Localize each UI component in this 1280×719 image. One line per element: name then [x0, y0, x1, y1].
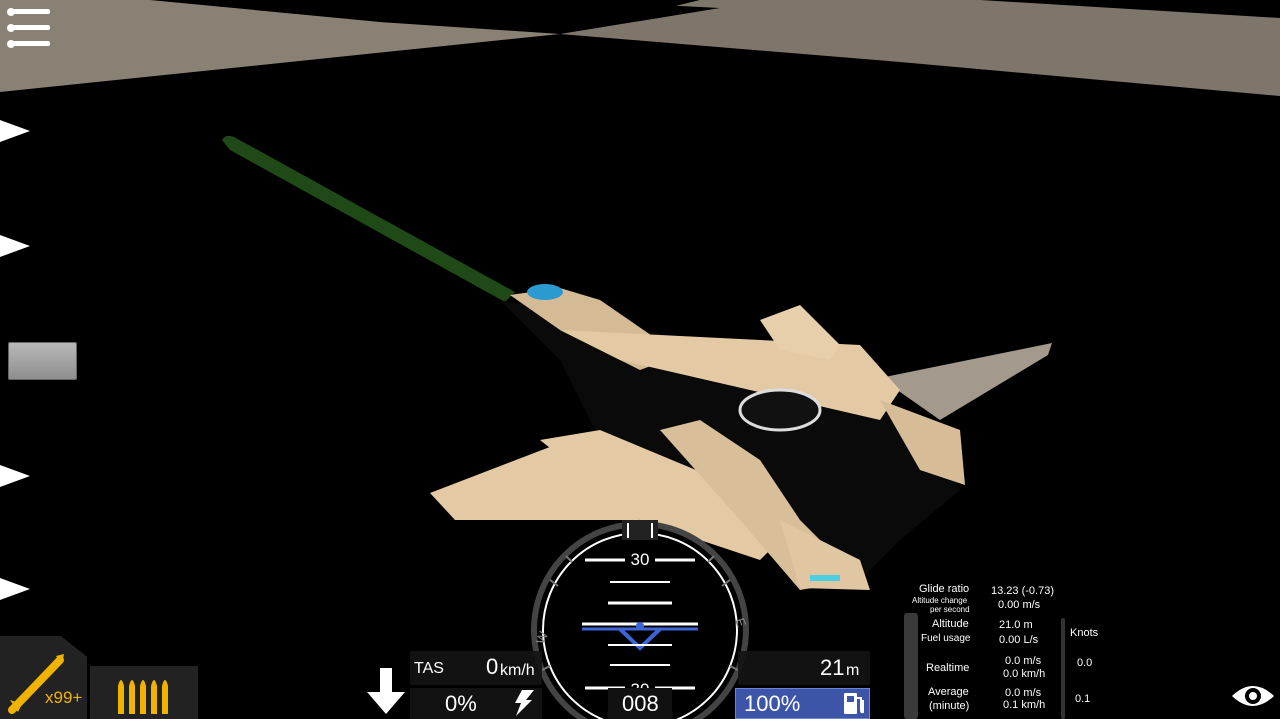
ground-tile: [700, 0, 1280, 18]
smoke-trail: [222, 135, 515, 302]
altitude-value: 21: [820, 655, 845, 680]
stats-gauge-bar: [904, 613, 918, 719]
bullets-icon: [118, 680, 168, 714]
ground-tile: [300, 0, 720, 34]
altitude-change-value: 0.00 m/s: [998, 599, 1041, 611]
altitude-stat-value: 21.0 m: [999, 619, 1033, 631]
missile-count: x99+: [45, 688, 83, 707]
realtime-label: Realtime: [926, 662, 970, 674]
realtime-value-kmh: 0.0 km/h: [1003, 668, 1046, 680]
knots-top-value: 0.0: [1077, 657, 1093, 669]
glide-ratio-value: 13.23 (-0.73): [991, 585, 1054, 597]
lightning-bolt-icon: [515, 690, 534, 716]
altitude-stat-label: Altitude: [932, 618, 969, 630]
altitude-panel: [738, 651, 870, 685]
throttle-value: 0%: [445, 691, 477, 716]
altitude-unit: m: [846, 662, 860, 679]
knots-bottom-value: 0.1: [1075, 693, 1091, 705]
realtime-value-ms: 0.0 m/s: [1005, 655, 1042, 667]
trim-slider-handle[interactable]: [8, 342, 77, 380]
gun-weapon-button[interactable]: [90, 666, 198, 719]
knots-label: Knots: [1070, 627, 1099, 639]
airspeed-panel: [410, 651, 542, 685]
missile-weapon-button[interactable]: [0, 636, 87, 719]
missile-icon: [8, 654, 64, 714]
altitude-change-label: Altitude change: [912, 596, 968, 605]
airspeed-unit: km/h: [500, 662, 535, 679]
glide-ratio-label: Glide ratio: [919, 583, 970, 595]
trim-scale-marker: [0, 465, 30, 487]
trim-scale-marker: [0, 235, 30, 257]
knots-slider-track[interactable]: [1061, 618, 1065, 719]
trim-scale-marker: [0, 120, 30, 142]
attitude-indicator: 30 30 W E: [531, 520, 749, 719]
ground-tile: [560, 0, 1280, 96]
throttle-panel[interactable]: [410, 688, 542, 719]
eye-icon[interactable]: [1230, 680, 1276, 712]
altitude-change-label-2: per second: [930, 605, 970, 614]
down-arrow-icon[interactable]: [367, 668, 405, 714]
average-value-kmh: 0.1 km/h: [1003, 699, 1046, 711]
airspeed-value: 0: [486, 654, 499, 679]
fuel-pump-icon: [844, 693, 864, 714]
compass-label-west: W: [533, 629, 552, 646]
fuel-value: 100%: [744, 691, 801, 716]
average-value-ms: 0.0 m/s: [1005, 687, 1042, 699]
fuel-usage-label: Fuel usage: [921, 633, 971, 644]
heading-box: [608, 688, 672, 719]
average-label-2: (minute): [929, 700, 970, 712]
airspeed-label: TAS: [414, 660, 444, 677]
pitch-label-upper: 30: [631, 550, 650, 569]
hamburger-menu-icon[interactable]: [6, 6, 50, 50]
heading-value: 008: [622, 691, 659, 716]
average-label: Average: [928, 686, 969, 698]
trim-scale-marker: [0, 578, 30, 600]
aircraft: [430, 284, 1052, 590]
fuel-usage-value: 0.00 L/s: [999, 634, 1039, 646]
